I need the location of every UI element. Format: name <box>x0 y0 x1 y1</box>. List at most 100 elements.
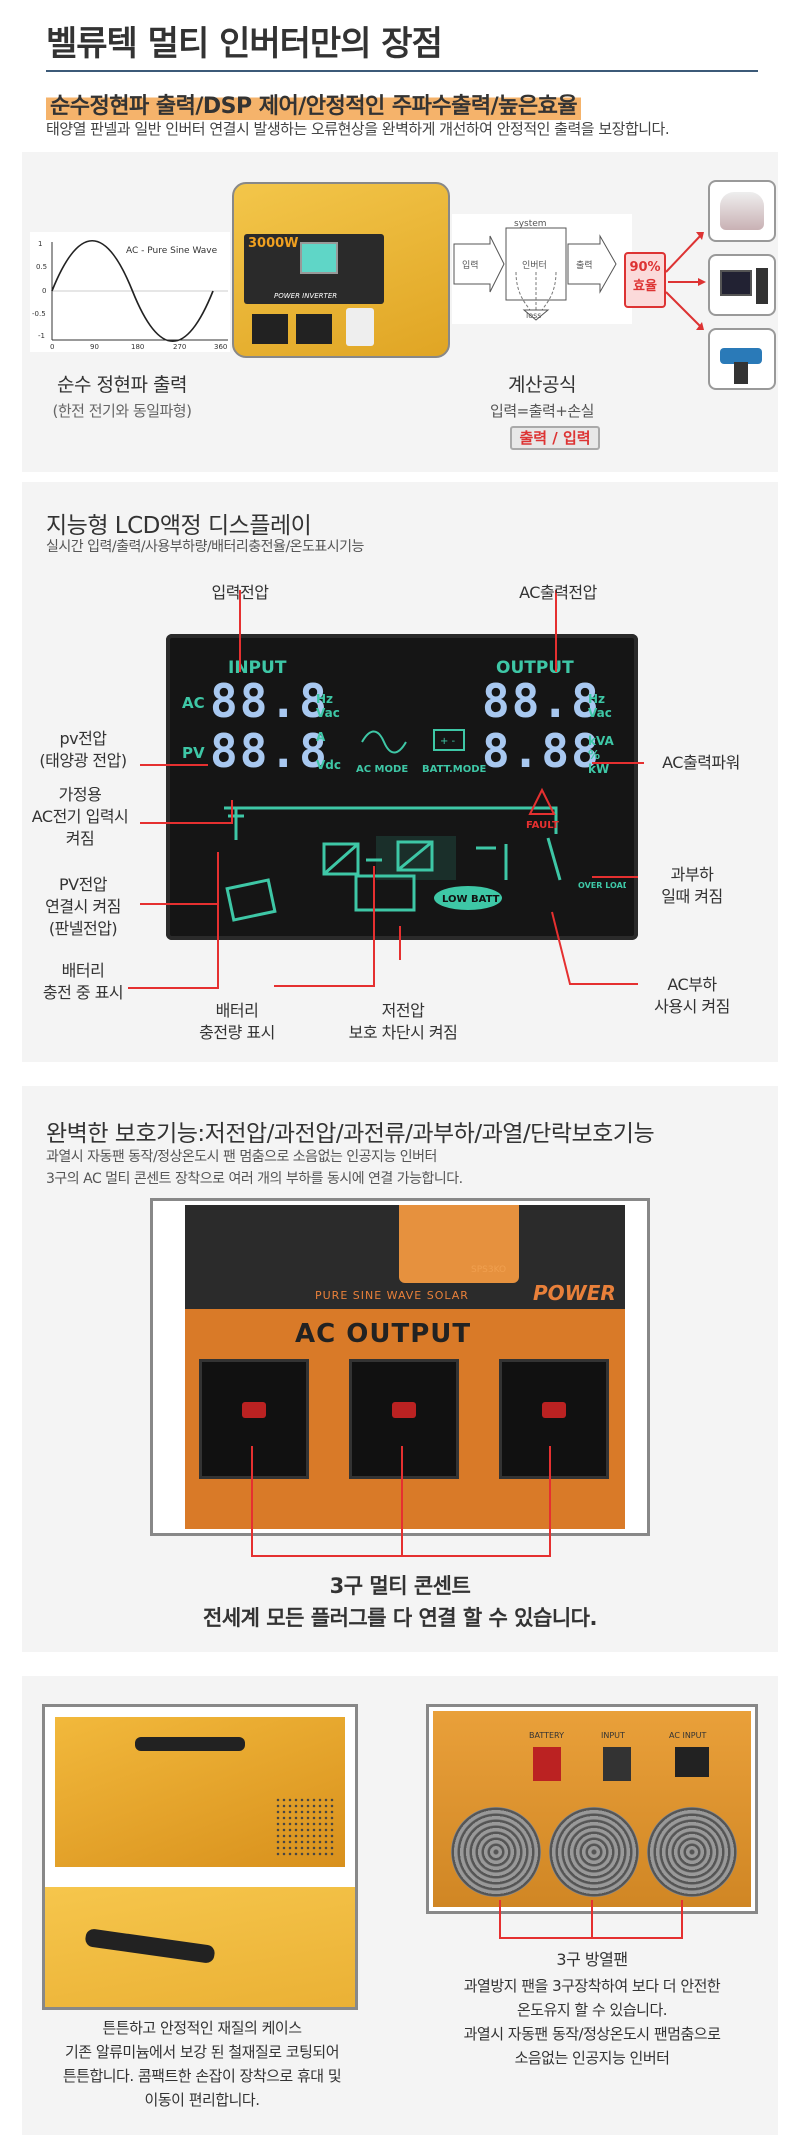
sine-wave-chart: 1 0.5 0 -0.5 -1 0 90 180 270 360 AC - Pu… <box>30 232 230 352</box>
ytick-5: -1 <box>38 332 45 340</box>
photo-power: POWER <box>533 1281 616 1305</box>
lcd-output: OUTPUT <box>496 658 574 678</box>
diagram-inverter: 인버터 <box>522 260 547 271</box>
case-caption: 튼튼하고 안정적인 재질의 케이스 기존 알류미늄에서 보강 된 철재질로 코팅… <box>62 2019 342 2109</box>
efficiency-label: 효율 <box>633 279 657 294</box>
lcd-hz-in: Hz <box>316 692 334 706</box>
rice-cooker-image <box>708 180 776 242</box>
wave-title: AC - Pure Sine Wave <box>126 246 218 256</box>
xtick-4: 270 <box>173 343 186 351</box>
lcd-fault: FAULT <box>526 820 559 831</box>
outlet-photo-frame: SPS3KO PURE SINE WAVE SOLAR POWER AC OUT… <box>150 1198 650 1536</box>
outlet-2 <box>349 1359 459 1479</box>
inverter-photo: 3000W POWER INVERTER <box>232 182 450 358</box>
protection-line2: 3구의 AC 멀티 콘센트 장착으로 여러 개의 부하를 동시에 연결 가능합니… <box>46 1171 463 1187</box>
svg-text:+ -: + - <box>440 736 456 747</box>
rear-label-ac-input: AC INPUT <box>669 1731 707 1740</box>
load-arrows <box>665 232 706 330</box>
ytick-2: 0.5 <box>36 263 47 271</box>
diagram-in: 입력 <box>462 259 479 271</box>
lcd-output-digits-bottom: 8.88 <box>482 724 601 778</box>
lcd-low-batt: LOW BATT <box>442 894 500 905</box>
protection-title: 완벽한 보호기능:저전압/과전압/과전류/과부하/과열/단락보호기능 <box>46 1121 655 1147</box>
lcd-vac-in: Vac <box>316 706 340 720</box>
formula-text: 입력=출력+손실 <box>490 402 594 420</box>
lcd-input-digits-bottom: 88.8 <box>210 724 329 778</box>
efficiency-diagram: system 입력 인버터 출력 loss <box>452 214 632 324</box>
lcd-flow-icons: FAULT OVER LOAD LOW BATT <box>224 787 626 922</box>
case-photo <box>42 1704 358 2010</box>
feature-subtitle: 순수정현파 출력/DSP 제어/안정적인 주파수출력/높은효율 <box>46 88 582 120</box>
formula-ratio: 출력 / 입력 <box>510 426 600 450</box>
lcd-input: INPUT <box>228 658 287 678</box>
efficiency-pct: 90% <box>629 260 661 275</box>
fan-1 <box>451 1807 541 1897</box>
fan-callout-lines <box>499 1900 683 1939</box>
outlet-3 <box>499 1359 609 1479</box>
photo-banner: PURE SINE WAVE SOLAR <box>315 1289 469 1302</box>
lcd-over-load: OVER LOAD <box>578 881 626 890</box>
lcd-input-digits-top: 88.8 <box>210 674 329 728</box>
diagram-system: system <box>514 219 547 229</box>
lcd-section-title: 지능형 LCD액정 디스플레이 <box>46 513 312 539</box>
outlet-callout-lines <box>251 1446 551 1557</box>
lcd-hz-out: Hz <box>588 692 606 706</box>
outlet-photo: SPS3KO PURE SINE WAVE SOLAR POWER AC OUT… <box>185 1205 625 1529</box>
rear-panel-photo: BATTERY INPUT AC INPUT <box>426 1704 758 1914</box>
rear-label-input: INPUT <box>601 1731 625 1740</box>
device-brand: POWER INVERTER <box>274 292 338 300</box>
fan-title: 3구 방열팬 <box>556 1950 628 1969</box>
computer-image <box>708 254 776 316</box>
ytick-3: 0 <box>42 287 46 295</box>
xtick-5: 360 <box>214 343 227 351</box>
wave-label: 순수 정현파 출력 <box>57 374 187 396</box>
fan-2 <box>549 1807 639 1897</box>
photo-model: SPS3KO <box>471 1265 507 1275</box>
rear-label-battery: BATTERY <box>529 1731 564 1740</box>
lcd-vac-out: Vac <box>588 706 612 720</box>
lcd-vdc: Vdc <box>316 758 341 772</box>
lcd-batt-mode: BATT.MODE <box>422 764 487 775</box>
fan-3 <box>647 1807 737 1897</box>
lcd-kw: kW <box>588 762 610 776</box>
lcd-display: INPUT OUTPUT AC PV 88.8 88.8 88.8 8.88 H… <box>166 634 638 940</box>
fan-caption: 과열방지 팬을 3구장착하여 보다 더 안전한 온도유지 할 수 있습니다. 과… <box>463 1977 721 2067</box>
lcd-kva: kVA <box>588 734 614 748</box>
efficiency-box: 90% 효율 <box>624 252 666 308</box>
label-input-voltage: 입력전압 <box>211 583 269 602</box>
ytick-1: 1 <box>38 240 42 248</box>
lcd-output-digits-top: 88.8 <box>482 674 601 728</box>
section-lcd: 지능형 LCD액정 디스플레이 실시간 입력/출력/사용부하량/배터리충전율/온… <box>22 482 778 1062</box>
section-protection: 완벽한 보호기능:저전압/과전압/과전류/과부하/과열/단락보호기능 과열시 자… <box>22 1086 778 1652</box>
page-title: 벨류텍 멀티 인버터만의 장점 <box>46 24 443 64</box>
diagram-out: 출력 <box>576 259 593 271</box>
label-ac-output-voltage: AC출력전압 <box>519 583 597 602</box>
protection-line1: 과열시 자동팬 동작/정상온도시 팬 멈춤으로 소음없는 인공지능 인버터 <box>46 1149 437 1165</box>
lcd-ac: AC <box>182 694 205 712</box>
section-case-fans: 튼튼하고 안정적인 재질의 케이스 기존 알류미늄에서 보강 된 철재질로 코팅… <box>22 1676 778 2135</box>
lcd-pv: PV <box>182 744 205 762</box>
drill-image <box>708 328 776 390</box>
outlet-caption-2: 전세계 모든 플러그를 다 연결 할 수 있습니다. <box>203 1606 597 1630</box>
lcd-section-subtitle: 실시간 입력/출력/사용부하량/배터리충전율/온도표시기능 <box>46 539 364 555</box>
xtick-3: 180 <box>131 343 144 351</box>
outlet-1 <box>199 1359 309 1479</box>
device-badge: 3000W <box>248 236 299 251</box>
label-ac-power: AC출력파워 <box>662 753 740 772</box>
section-sine-wave: 1 0.5 0 -0.5 -1 0 90 180 270 360 AC - Pu… <box>22 152 778 472</box>
ytick-4: -0.5 <box>32 310 46 318</box>
feature-description: 태양열 판넬과 일반 인버터 연결시 발생하는 오류현상을 완벽하게 개선하여 … <box>46 120 670 138</box>
title-divider <box>46 70 758 72</box>
lcd-callout-lines <box>128 590 644 989</box>
outlet-caption-1: 3구 멀티 콘센트 <box>329 1574 471 1598</box>
lcd-a: A <box>316 730 326 744</box>
formula-title: 계산공식 <box>508 374 576 396</box>
wave-sublabel: (한전 전기와 동일파형) <box>52 402 192 420</box>
xtick-1: 0 <box>50 343 54 351</box>
lcd-ac-mode: AC MODE <box>356 764 409 775</box>
